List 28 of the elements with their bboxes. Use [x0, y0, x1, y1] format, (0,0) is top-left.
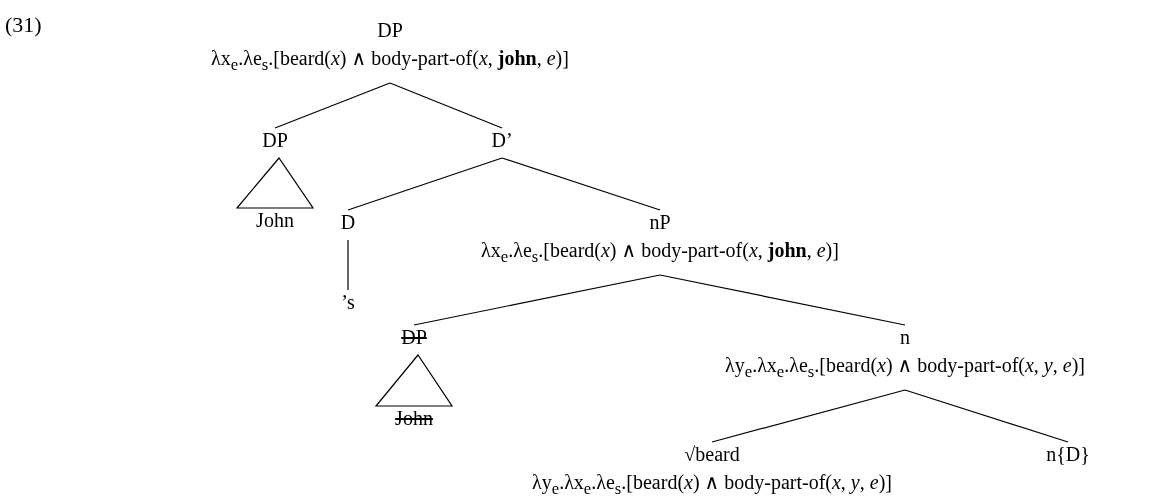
category-label: John [256, 208, 294, 233]
tree-branch [904, 389, 1069, 443]
category-label: DP [262, 128, 288, 153]
category-label: D [340, 210, 356, 235]
tree-branch [347, 157, 503, 211]
example-number: (31) [5, 12, 42, 38]
category-label: √beard [683, 442, 741, 467]
category-label: ’s [341, 290, 355, 315]
roof-triangle [235, 157, 315, 209]
category-label: n [899, 325, 911, 350]
category-label: D’ [491, 128, 513, 153]
lambda-formula: λy$_{e}$.λx$_{e}$.λe$_{s}$.[beard(x) ∧ body-part-of(x, y, e)] [532, 470, 892, 497]
tree-branch [347, 239, 349, 291]
tree-branch [413, 274, 661, 326]
category-label: DP [401, 325, 427, 350]
category-label: n{D} [1046, 442, 1090, 467]
tree-branch [274, 82, 391, 129]
tree-branch [389, 82, 503, 129]
tree-branch [711, 389, 906, 443]
category-label: nP [648, 210, 672, 235]
category-label: DP [376, 18, 404, 43]
category-label: John [395, 406, 433, 431]
lambda-formula: λy$_{e}$.λx$_{e}$.λe$_{s}$.[beard(x) ∧ body-part-of(x, y, e)] [725, 353, 1085, 383]
tree-branch [659, 274, 906, 326]
roof-triangle [374, 354, 454, 407]
lambda-formula: λx$_{e}$.λe$_{s}$.[beard(x) ∧ body-part-of(x, john, e)] [481, 238, 839, 268]
tree-branch [501, 157, 661, 211]
lambda-formula: λx$_{e}$.λe$_{s}$.[beard(x) ∧ body-part-of(x, john, e)] [211, 46, 569, 76]
